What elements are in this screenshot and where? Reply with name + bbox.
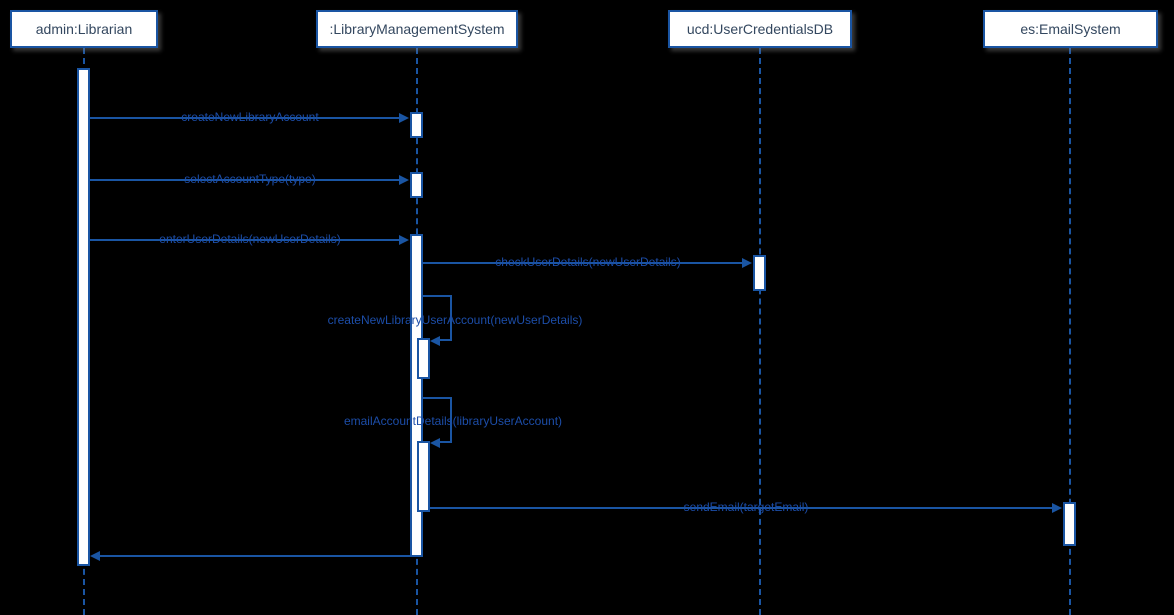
lifeline-email-system xyxy=(1069,48,1071,615)
message-line-enter-user-details xyxy=(90,239,400,241)
arrowhead-icon xyxy=(742,258,752,268)
participant-label-library-management-system: :LibraryManagementSystem xyxy=(329,21,505,37)
participant-label-user-credentials-db: ucd:UserCredentialsDB xyxy=(686,21,834,37)
arrowhead-icon xyxy=(399,113,409,123)
message-label-enter-user-details: enterUserDetails(newUserDetails) xyxy=(159,232,341,246)
message-label-send-email: sendEmail(targetEmail) xyxy=(683,500,809,514)
participant-box-admin-librarian: admin:Librarian xyxy=(10,10,158,48)
self-message-bottom-create-account xyxy=(438,339,452,341)
participant-label-admin-librarian: admin:Librarian xyxy=(35,21,133,37)
arrowhead-icon xyxy=(399,235,409,245)
activation-admin xyxy=(77,68,90,566)
message-label-select-account-type: selectAccountType(type) xyxy=(184,172,316,186)
self-message-side-create-account xyxy=(450,295,452,341)
arrowhead-icon xyxy=(1052,503,1062,513)
self-message-top-email-account-details xyxy=(423,397,452,399)
activation-es xyxy=(1063,502,1076,546)
message-label-email-account-details: emailAccountDetails(libraryUserAccount) xyxy=(343,414,563,428)
participant-label-email-system: es:EmailSystem xyxy=(1020,21,1121,37)
participant-box-email-system: es:EmailSystem xyxy=(983,10,1158,48)
self-message-side-email-account-details xyxy=(450,397,452,443)
activation-lms-2 xyxy=(410,172,423,198)
message-line-send-email xyxy=(430,507,1053,509)
message-line-create-new-library-account xyxy=(90,117,400,119)
arrowhead-icon xyxy=(90,551,100,561)
message-line-check-user-details xyxy=(423,262,743,264)
message-line-select-account-type xyxy=(90,179,400,181)
message-label-create-new-library-user-account: createNewLibraryUserAccount(newUserDetai… xyxy=(327,313,583,327)
activation-lms-1 xyxy=(410,112,423,138)
arrowhead-icon xyxy=(399,175,409,185)
message-line-return-to-admin xyxy=(100,555,410,557)
activation-lms-self-1 xyxy=(417,338,430,379)
activation-ucd xyxy=(753,255,766,291)
activation-lms-self-2 xyxy=(417,441,430,512)
participant-box-library-management-system: :LibraryManagementSystem xyxy=(316,10,518,48)
lifeline-user-credentials-db xyxy=(759,48,761,615)
participant-box-user-credentials-db: ucd:UserCredentialsDB xyxy=(668,10,852,48)
self-message-top-create-account xyxy=(423,295,452,297)
message-label-check-user-details: checkUserDetails(newUserDetails) xyxy=(495,255,681,269)
self-message-bottom-email-account-details xyxy=(438,441,452,443)
arrowhead-icon xyxy=(430,336,440,346)
message-label-create-new-library-account: createNewLibraryAccount xyxy=(181,110,319,124)
arrowhead-icon xyxy=(430,438,440,448)
